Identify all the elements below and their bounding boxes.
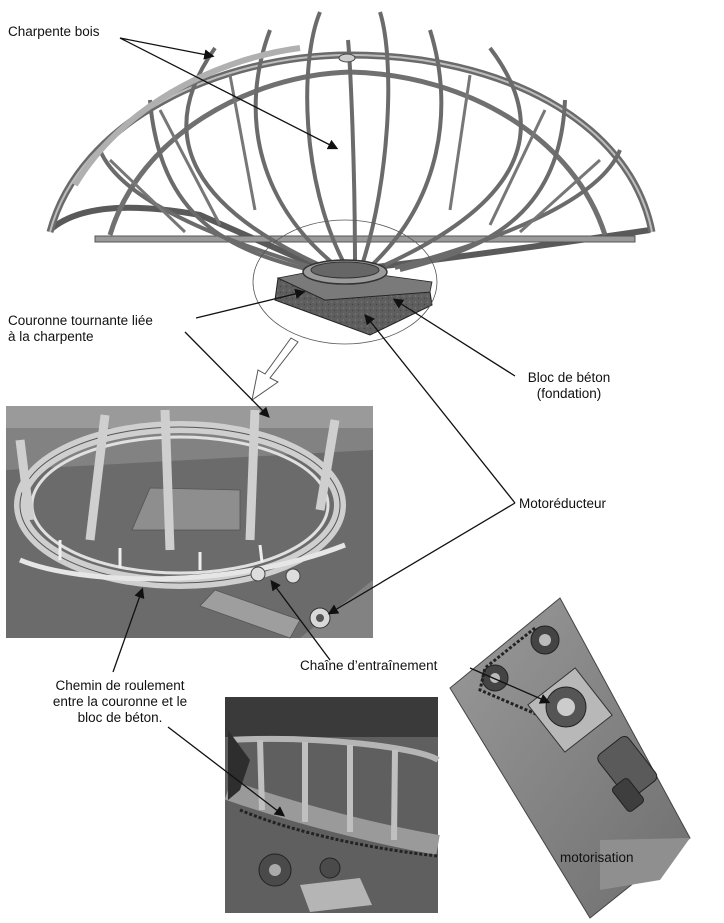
leader-chaine-1 [270, 579, 331, 661]
label-bloc-line-2: (fondation) [536, 386, 602, 401]
leader-chemin-2 [167, 726, 286, 817]
label-bloc-beton: Bloc de béton (fondation) [519, 370, 619, 402]
horizontal-beam [94, 235, 636, 243]
crown-detail-render [6, 406, 373, 639]
leader-motoreducteur-2 [327, 502, 516, 615]
label-chemin-line-3: bloc de béton. [77, 710, 163, 725]
leader-motoreducteur-1 [364, 313, 516, 504]
label-chemin-line-1: Chemin de roulement [55, 678, 185, 693]
label-chemin-line-2: entre la couronne et le [52, 694, 188, 709]
label-motoreducteur: Motoréducteur [519, 496, 607, 511]
label-bloc-line-1: Bloc de béton [527, 370, 611, 385]
label-chaine-entrainement: Chaîne d’entraînement [300, 658, 438, 673]
leader-bloc [392, 298, 516, 377]
label-motorisation: motorisation [560, 850, 634, 865]
rail-photo [224, 697, 440, 913]
dome-illustration [46, 11, 656, 402]
leader-charpente-2 [119, 37, 339, 150]
dome-ribs [98, 11, 622, 272]
label-chemin-roulement: Chemin de roulement entre la couronne et… [30, 678, 210, 726]
label-couronne-line-2: à la charpente [8, 329, 94, 344]
label-charpente-bois: Charpente bois [8, 24, 100, 39]
zoom-arrow [251, 337, 299, 402]
leader-chemin-1 [112, 587, 145, 673]
label-couronne-tournante: Couronne tournante liée à la charpente [8, 313, 153, 345]
leader-couronne-1 [195, 288, 306, 319]
leader-chaine-2 [469, 667, 551, 704]
leader-charpente-1 [119, 37, 215, 60]
leader-couronne-2 [184, 331, 270, 418]
leader-lines [112, 37, 551, 817]
motor-photo [449, 597, 691, 919]
zoom-circle [252, 219, 438, 345]
label-couronne-line-1: Couronne tournante liée [8, 313, 153, 328]
